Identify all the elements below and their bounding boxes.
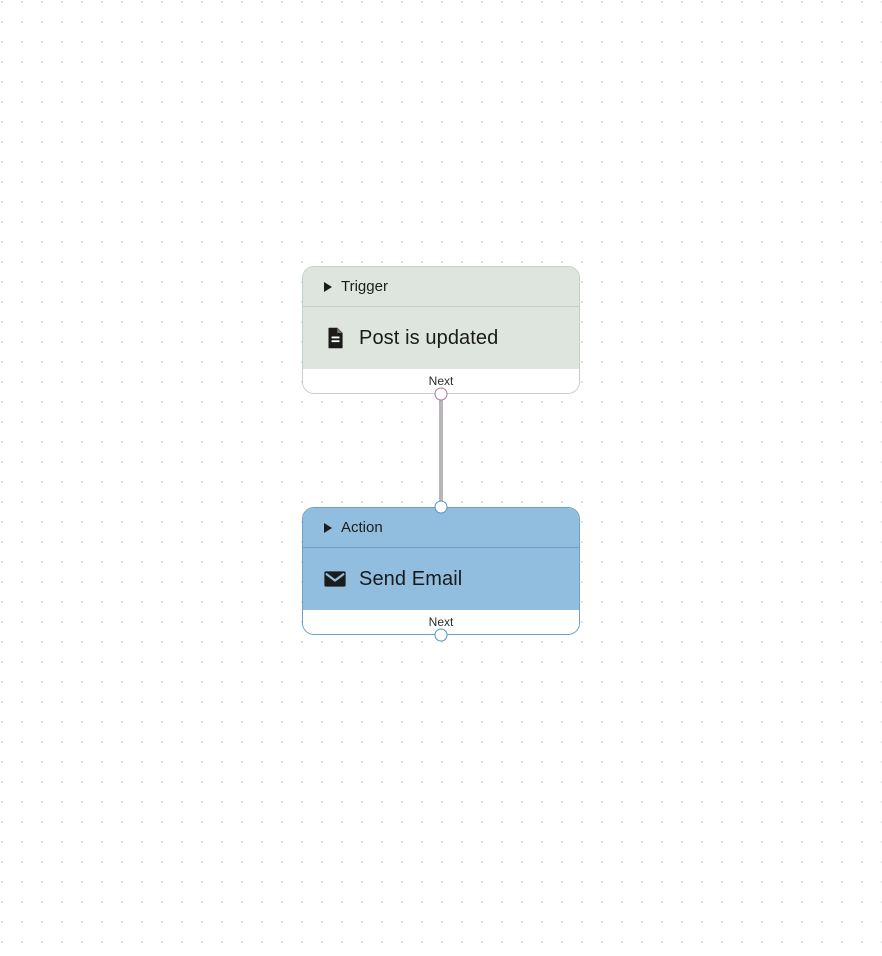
- node-action-header[interactable]: Action: [303, 508, 579, 548]
- node-trigger-next-label: Next: [428, 374, 454, 388]
- node-trigger-header[interactable]: Trigger: [303, 267, 579, 307]
- node-action-body[interactable]: Send Email: [303, 548, 579, 610]
- node-trigger-output-handle[interactable]: [434, 387, 448, 401]
- node-trigger-title: Post is updated: [359, 326, 499, 349]
- edge-trigger-to-action[interactable]: [439, 396, 443, 506]
- node-action-output-handle[interactable]: [434, 628, 448, 642]
- node-action-header-label: Action: [341, 519, 383, 536]
- chevron-right-icon[interactable]: [324, 281, 332, 292]
- workflow-node-action[interactable]: Action Send Email Next: [302, 500, 580, 642]
- node-action-frame: Action Send Email Next: [302, 507, 580, 635]
- node-trigger-body[interactable]: Post is updated: [303, 307, 579, 369]
- chevron-right-icon[interactable]: [324, 522, 332, 533]
- envelope-icon: [321, 565, 349, 593]
- document-icon: [321, 324, 349, 352]
- node-action-title: Send Email: [359, 567, 463, 590]
- workflow-node-trigger[interactable]: Trigger Post is updated Next: [302, 266, 580, 401]
- node-action-input-handle[interactable]: [434, 500, 448, 514]
- node-trigger-frame: Trigger Post is updated Next: [302, 266, 580, 394]
- node-trigger-header-label: Trigger: [341, 278, 388, 295]
- node-action-next-label: Next: [428, 615, 454, 629]
